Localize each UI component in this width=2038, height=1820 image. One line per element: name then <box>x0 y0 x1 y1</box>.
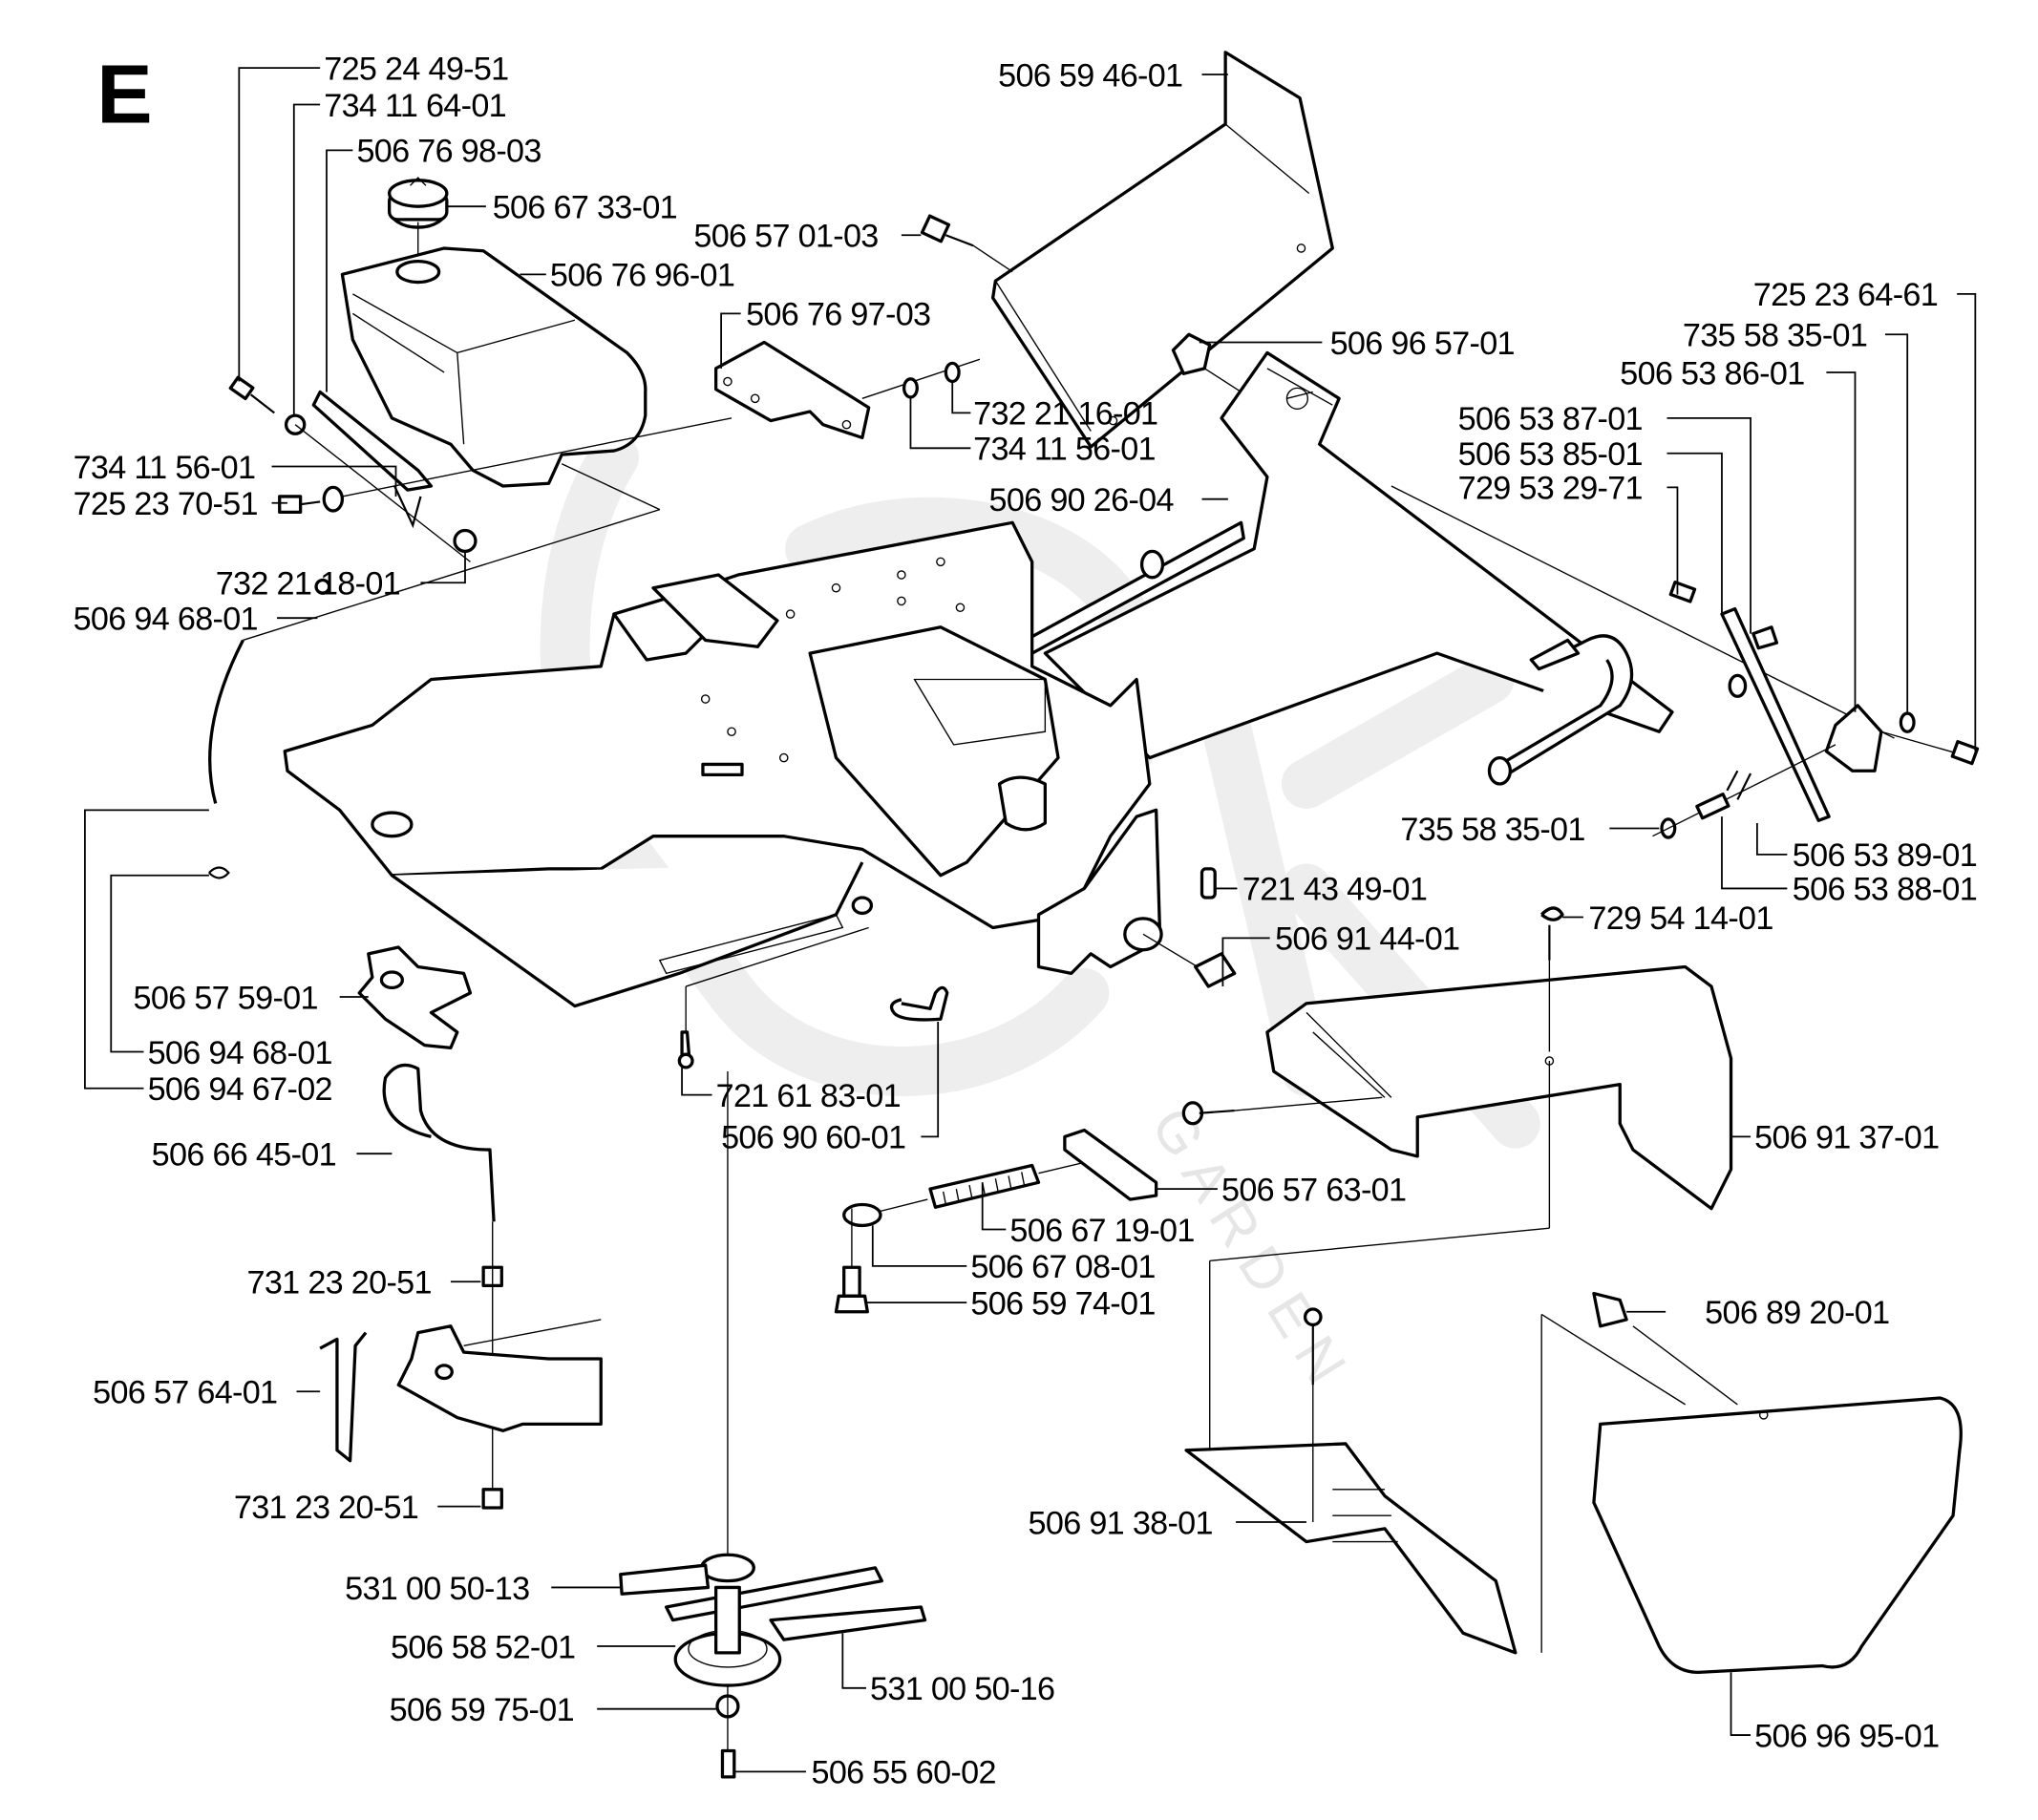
part-label[interactable]: 735 58 35-01 <box>1683 318 1868 354</box>
seat-bolt <box>920 214 1013 273</box>
section-letter: E <box>96 48 152 141</box>
part-label[interactable]: 731 23 20-51 <box>234 1490 419 1526</box>
pivot-bracket <box>1036 808 1237 988</box>
part-label[interactable]: 506 94 68-01 <box>148 1035 333 1071</box>
part-label[interactable]: 506 66 45-01 <box>152 1136 337 1173</box>
part-label[interactable]: 506 53 85-01 <box>1458 436 1644 473</box>
tank-strap <box>311 390 434 529</box>
part-label[interactable]: 506 91 38-01 <box>1029 1505 1214 1541</box>
watermark-text: GARDEN <box>1139 1096 1366 1406</box>
part-label[interactable]: 506 91 37-01 <box>1754 1120 1940 1156</box>
part-label[interactable]: 506 57 59-01 <box>134 980 319 1016</box>
part-label[interactable]: 506 67 08-01 <box>970 1249 1156 1285</box>
part-label[interactable]: 506 96 95-01 <box>1754 1718 1940 1754</box>
tank-bolt <box>228 375 732 642</box>
side-panel <box>1540 1291 1963 1675</box>
part-label[interactable]: 729 54 14-01 <box>1588 900 1773 937</box>
part-label[interactable]: 506 53 88-01 <box>1793 872 1978 908</box>
part-label[interactable]: 506 90 26-04 <box>989 482 1176 518</box>
part-label[interactable]: 735 58 35-01 <box>1400 812 1585 848</box>
part-label[interactable]: 506 91 44-01 <box>1275 921 1460 958</box>
part-label[interactable]: 506 94 67-02 <box>148 1071 333 1108</box>
part-label[interactable]: 725 24 49-51 <box>324 51 509 87</box>
mount-plate <box>357 945 473 1049</box>
part-label[interactable]: 734 11 64-01 <box>324 88 506 124</box>
part-label[interactable]: 506 76 97-03 <box>746 297 931 333</box>
part-label[interactable]: 721 61 83-01 <box>716 1078 902 1114</box>
part-label[interactable]: 506 76 98-03 <box>356 134 541 170</box>
part-label[interactable]: 506 76 96-01 <box>550 258 735 294</box>
part-label[interactable]: 506 94 68-01 <box>74 602 259 638</box>
part-labels: 725 24 49-51 734 11 64-01 506 76 98-03 5… <box>74 51 1978 1791</box>
part-label[interactable]: 725 23 64-61 <box>1753 277 1939 313</box>
part-label[interactable]: 506 53 86-01 <box>1620 355 1805 392</box>
part-label[interactable]: 506 96 57-01 <box>1330 326 1516 362</box>
tension-spring <box>834 1155 1111 1314</box>
part-label[interactable]: 732 21 16-01 <box>973 396 1158 433</box>
part-label[interactable]: 506 90 60-01 <box>721 1120 906 1156</box>
part-label[interactable]: 734 11 56-01 <box>973 432 1156 468</box>
slide-plate <box>1063 1128 1158 1201</box>
cotter-pin <box>677 926 869 1069</box>
spring-clip <box>889 985 949 1022</box>
tow-bar <box>1487 634 1634 786</box>
belt-guard <box>1184 1061 1551 1655</box>
seat-plate <box>990 51 1334 449</box>
part-label[interactable]: 506 67 19-01 <box>1009 1213 1195 1249</box>
part-label[interactable]: 506 58 52-01 <box>391 1629 576 1665</box>
part-label[interactable]: 721 43 49-01 <box>1242 872 1428 908</box>
part-label[interactable]: 732 21 18-01 <box>216 566 401 603</box>
fuel-tank <box>340 246 647 488</box>
pedal-cover <box>1181 906 1733 1211</box>
part-label[interactable]: 506 89 20-01 <box>1705 1295 1890 1331</box>
rubber-bumper <box>1171 332 1242 393</box>
lower-plate <box>396 1319 603 1432</box>
part-label[interactable]: 506 55 60-02 <box>811 1755 996 1791</box>
pulley <box>619 1070 927 1779</box>
leader-lines <box>84 67 1977 1773</box>
part-label[interactable]: 531 00 50-13 <box>345 1571 530 1607</box>
part-label[interactable]: 506 57 64-01 <box>93 1375 278 1411</box>
part-label[interactable]: 729 53 29-71 <box>1458 471 1644 507</box>
part-label[interactable]: 506 57 01-03 <box>693 219 879 255</box>
rear-frame <box>1024 350 1674 760</box>
brake-rod <box>319 1331 368 1463</box>
tank-bracket <box>713 340 981 440</box>
part-label[interactable]: 506 67 33-01 <box>493 189 678 225</box>
part-label[interactable]: 506 59 75-01 <box>390 1692 575 1728</box>
part-label[interactable]: 506 53 87-01 <box>1458 401 1644 437</box>
fuel-cap <box>388 177 449 275</box>
part-label[interactable]: 506 57 63-01 <box>1221 1172 1407 1208</box>
part-label[interactable]: 506 59 74-01 <box>970 1285 1156 1322</box>
part-label[interactable]: 506 59 46-01 <box>998 57 1183 94</box>
part-label[interactable]: 725 23 70-51 <box>74 486 259 522</box>
part-label[interactable]: 734 11 56-01 <box>74 450 256 486</box>
main-chassis <box>283 520 1152 1008</box>
lever-assembly <box>1391 485 1980 839</box>
part-label[interactable]: 531 00 50-16 <box>870 1671 1055 1707</box>
part-label[interactable]: 731 23 20-51 <box>247 1265 433 1302</box>
part-label[interactable]: 506 53 89-01 <box>1793 837 1978 874</box>
fuel-hose <box>208 639 244 879</box>
